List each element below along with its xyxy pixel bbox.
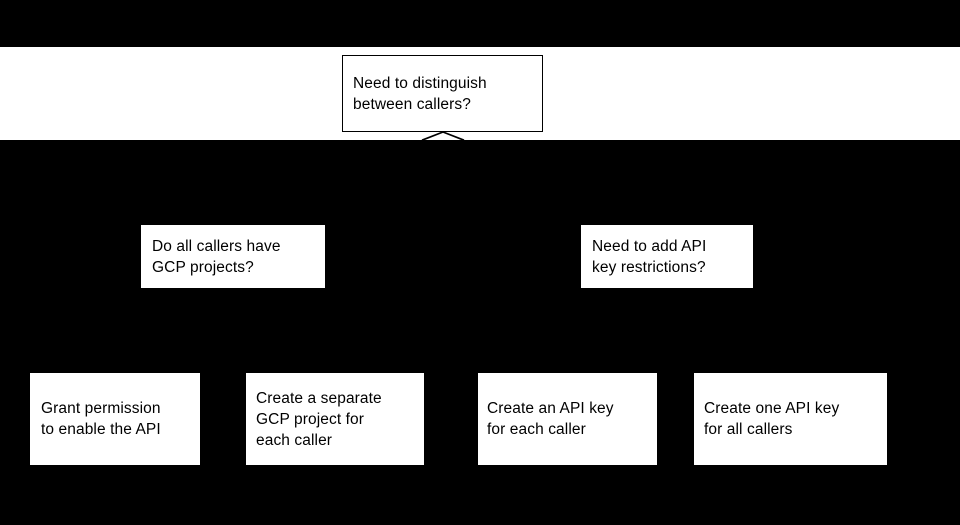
node-label: Create an API key for each caller	[487, 400, 614, 438]
node-label: Create one API key for all callers	[704, 400, 840, 438]
node-label: Grant permission to enable the API	[41, 400, 161, 438]
node-need-to-add-api-key-restrictions[interactable]: Need to add API key restrictions?	[581, 225, 753, 288]
node-create-an-api-key-for-each-caller[interactable]: Create an API key for each caller	[478, 373, 657, 465]
node-grant-permission-to-enable-the-api[interactable]: Grant permission to enable the API	[30, 373, 200, 465]
node-label: Need to add API key restrictions?	[592, 237, 707, 276]
node-label: Do all callers have GCP projects?	[152, 237, 281, 276]
arrow-down-icon	[421, 131, 465, 141]
node-create-a-separate-gcp-project-for-each-caller[interactable]: Create a separate GCP project for each c…	[246, 373, 424, 465]
node-create-one-api-key-for-all-callers[interactable]: Create one API key for all callers	[694, 373, 887, 465]
node-label: Create a separate GCP project for each c…	[256, 389, 382, 449]
node-label: Need to distinguish between callers?	[353, 74, 487, 113]
node-do-all-callers-have-gcp-projects[interactable]: Do all callers have GCP projects?	[141, 225, 325, 288]
node-need-to-distinguish-callers[interactable]: Need to distinguish between callers?	[342, 55, 543, 132]
